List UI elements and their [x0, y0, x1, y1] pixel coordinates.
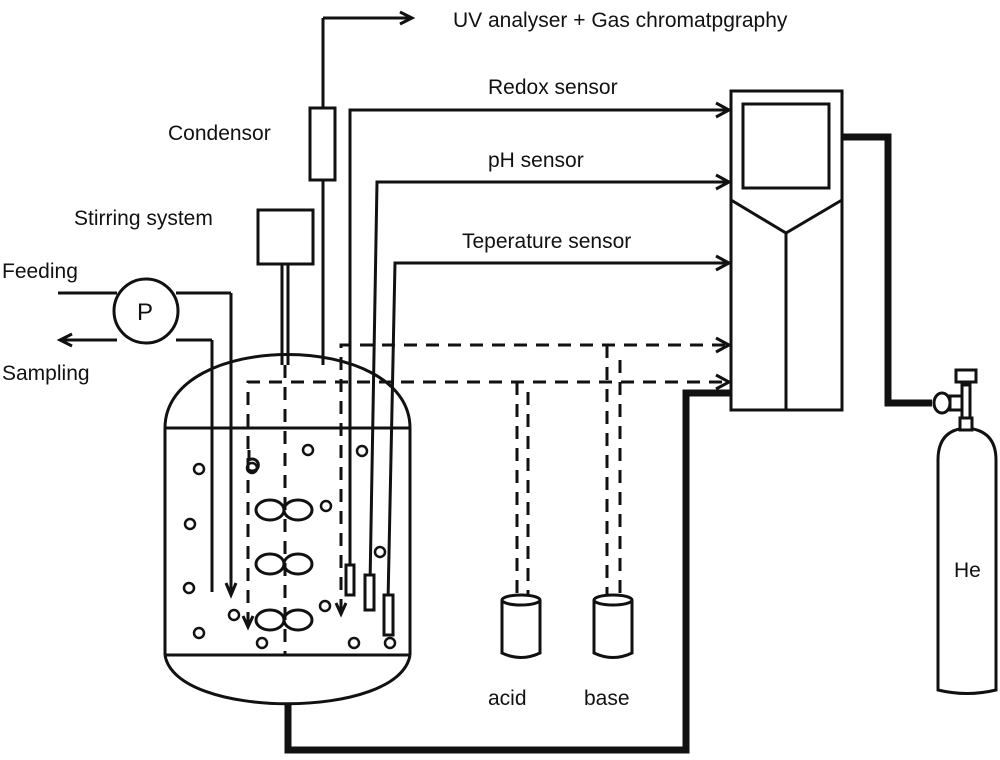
condensor-label: Condensor — [168, 122, 271, 145]
cylinder-neck — [958, 416, 974, 432]
arrow-head-icon — [715, 173, 733, 191]
condensor-body — [308, 106, 337, 182]
dosing-lines — [241, 336, 733, 631]
acid-reservoir — [500, 593, 542, 659]
temperature-sensor-label: Teperature sensor — [462, 230, 631, 253]
gas-line-to-cylinder — [842, 133, 932, 407]
feeding-label: Feeding — [2, 260, 78, 283]
arrow-head-icon — [715, 101, 733, 119]
pump-label: P — [137, 299, 153, 326]
redox-sensor-label: Redox sensor — [488, 76, 618, 99]
sampling-label: Sampling — [2, 362, 90, 385]
he-label: He — [954, 559, 981, 582]
pressure-regulator-icon — [932, 368, 978, 420]
arrow-head-icon — [224, 582, 238, 599]
arrow-head-icon — [715, 254, 733, 272]
acid-label: acid — [488, 687, 527, 710]
bubble — [373, 545, 387, 559]
condensor — [308, 10, 416, 365]
bubble — [183, 517, 197, 531]
temperature-probe — [382, 593, 395, 637]
bubble — [227, 608, 241, 622]
stirring-system-label: Stirring system — [74, 207, 213, 230]
pump — [112, 277, 180, 345]
pump-system — [56, 277, 238, 599]
arrow-head-icon — [334, 602, 348, 618]
reactor-bottom-dome — [163, 654, 412, 706]
arrow-head-icon — [241, 615, 255, 631]
arrow-head-icon — [715, 336, 733, 354]
uv-gc-label: UV analyser + Gas chromatpgraphy — [453, 9, 788, 32]
bubble — [255, 636, 269, 650]
bubble — [347, 636, 361, 650]
ph-sensor-line — [368, 180, 728, 586]
temperature-sensor-line — [386, 261, 728, 603]
impeller — [254, 552, 314, 576]
redox-sensor-line — [348, 108, 728, 565]
impeller — [254, 608, 314, 632]
bubble — [383, 636, 397, 650]
gas-bubbles — [182, 443, 397, 650]
ph-sensor-label: pH sensor — [488, 149, 584, 172]
redox-probe — [344, 563, 356, 597]
bubble — [192, 626, 206, 640]
arrow-head-icon — [715, 373, 733, 391]
cylinder-body — [936, 426, 998, 695]
sensor-lines — [344, 101, 733, 637]
base-reservoir — [592, 593, 634, 659]
arrow-head-icon — [56, 332, 73, 348]
bubble — [192, 462, 206, 476]
bubble — [355, 444, 369, 458]
gas-line-to-reactor — [284, 389, 731, 754]
base-dosing-line — [339, 343, 728, 612]
bubble — [182, 581, 196, 595]
acid-dosing-line — [246, 380, 728, 625]
base-label: base — [584, 687, 630, 710]
controller-display — [741, 102, 831, 190]
stirring-system — [254, 208, 315, 655]
arrow-head-icon — [399, 10, 416, 26]
bubble — [319, 499, 333, 513]
stirring-motor-box — [256, 208, 315, 266]
bubble — [301, 443, 315, 457]
he-cylinder — [932, 368, 998, 695]
bubble — [318, 599, 332, 613]
impeller — [254, 498, 314, 522]
ph-probe — [363, 573, 376, 612]
controller-unit — [729, 89, 844, 412]
